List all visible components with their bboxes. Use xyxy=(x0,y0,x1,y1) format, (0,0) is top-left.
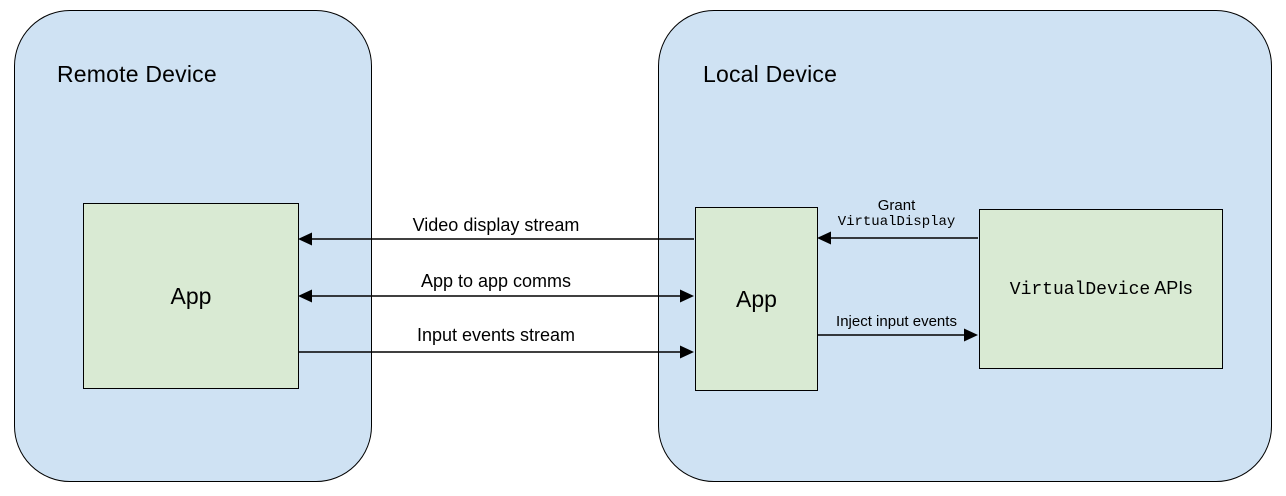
virtualdevice-code-text: VirtualDevice xyxy=(1009,280,1151,300)
remote-device-container: Remote Device App xyxy=(14,10,372,482)
local-device-title: Local Device xyxy=(703,61,838,87)
grant-text: Grant xyxy=(877,197,916,214)
remote-device-title: Remote Device xyxy=(57,61,217,87)
local-app-label: App xyxy=(736,285,777,312)
virtualdevice-apis-label: VirtualDevice APIs xyxy=(1010,278,1192,300)
local-device-container: Local Device App VirtualDevice APIs xyxy=(658,10,1272,482)
input-events-stream-label: Input events stream xyxy=(416,325,576,345)
video-display-stream-label: Video display stream xyxy=(412,215,580,235)
inject-input-events-label: Inject input events xyxy=(836,313,957,330)
remote-app-label: App xyxy=(170,282,212,309)
local-app-box: App xyxy=(695,207,818,391)
virtualdevice-apis-box: VirtualDevice APIs xyxy=(979,209,1223,369)
apis-suffix-text: APIs xyxy=(1150,278,1193,298)
grant-virtualdisplay-label: Grant VirtualDisplay xyxy=(815,197,978,230)
app-to-app-comms-label: App to app comms xyxy=(420,271,572,291)
remote-app-box: App xyxy=(83,203,299,389)
virtualdisplay-code-text: VirtualDisplay xyxy=(837,214,956,231)
